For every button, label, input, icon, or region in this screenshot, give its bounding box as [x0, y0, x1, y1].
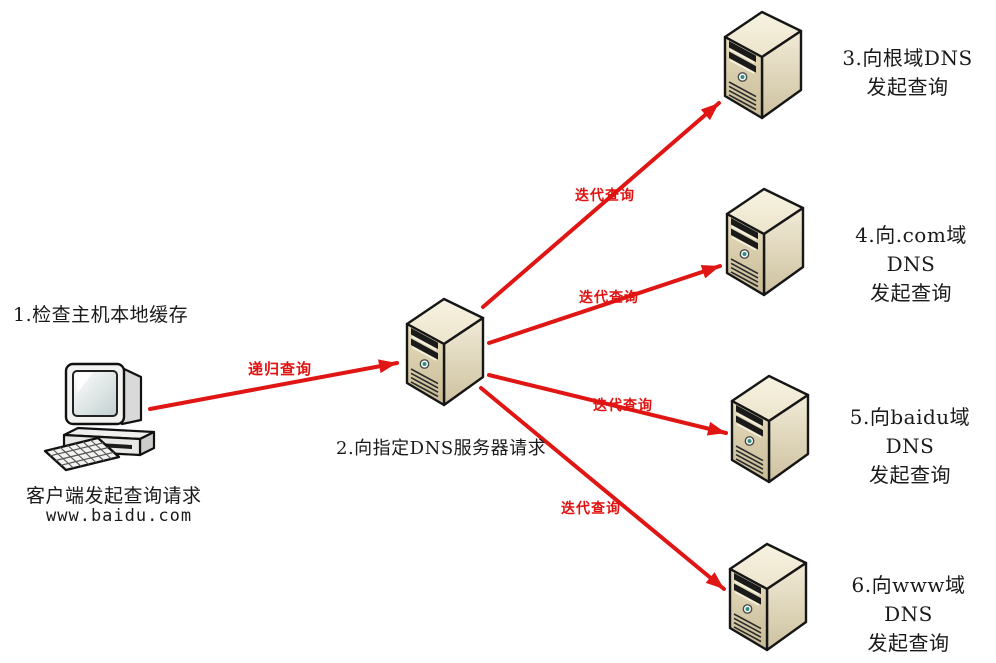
iterative-query-arrow-www	[479, 386, 726, 591]
target-label-root-line2: 发起查询	[866, 75, 949, 99]
iterative-query-label-baidu: 迭代查询	[593, 398, 653, 414]
target-label-root-dns: 3.向根域DNS 发起查询	[840, 44, 975, 102]
iterative-query-arrow-root	[481, 101, 721, 309]
target-label-www-line1: 6.向www域DNS	[851, 573, 966, 626]
target-label-com-line2: 发起查询	[870, 281, 952, 305]
step1-local-cache-label: 1.检查主机本地缓存	[13, 304, 189, 326]
target-label-root-line1: 3.向根域DNS	[842, 46, 973, 70]
root-dns-server-icon	[722, 10, 806, 122]
target-label-com-dns: 4.向.com域DNS 发起查询	[836, 221, 986, 308]
target-label-baidu-line1: 5.向baidu域DNS	[849, 405, 971, 458]
com-dns-server-icon	[724, 187, 808, 299]
iterative-query-label-www: 迭代查询	[561, 501, 621, 517]
www-dns-server-icon	[727, 542, 811, 654]
recursive-query-label: 递归查询	[248, 360, 313, 378]
target-label-www-dns: 6.向www域DNS 发起查询	[836, 571, 981, 658]
iterative-query-arrow-com	[487, 264, 722, 345]
dns-server-caption: 2.向指定DNS服务器请求	[336, 438, 547, 459]
dns-server-icon	[403, 297, 489, 409]
target-label-baidu-dns: 5.向baidu域DNS 发起查询	[830, 403, 990, 490]
client-domain-text: www.baidu.com	[46, 506, 193, 526]
iterative-query-arrow-baidu	[487, 373, 728, 436]
target-label-www-line2: 发起查询	[867, 631, 950, 655]
target-label-com-line1: 4.向.com域DNS	[855, 223, 967, 276]
target-label-baidu-line2: 发起查询	[869, 463, 951, 487]
recursive-query-arrow	[148, 359, 399, 411]
iterative-query-label-com: 迭代查询	[579, 290, 639, 306]
baidu-dns-server-icon	[729, 374, 813, 486]
iterative-query-label-root: 迭代查询	[575, 188, 635, 204]
client-computer-icon	[42, 360, 167, 472]
client-caption: 客户端发起查询请求	[26, 485, 202, 507]
